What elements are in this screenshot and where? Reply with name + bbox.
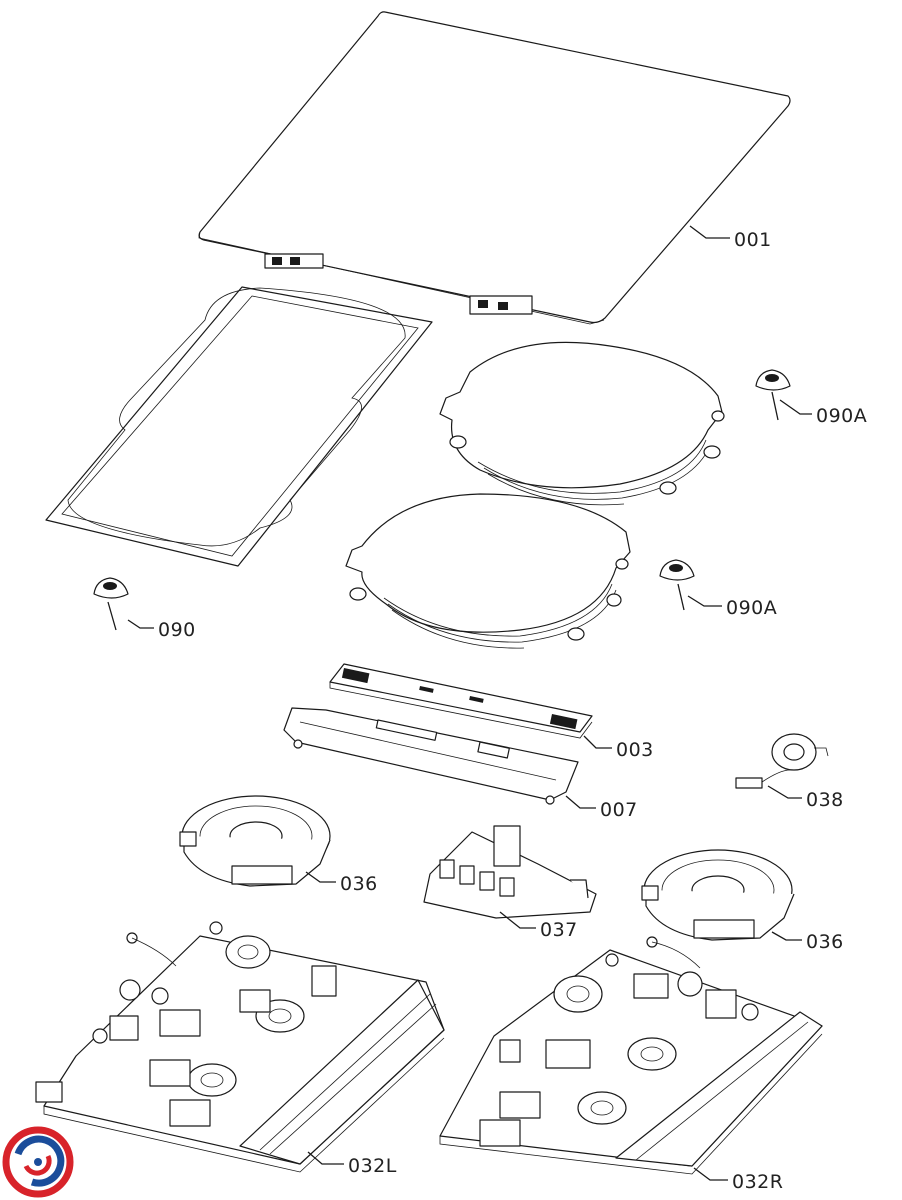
- leader-038: [767, 785, 802, 799]
- leader-003: [583, 735, 612, 749]
- foot-090: [93, 577, 129, 631]
- foot-090a-mid: [659, 559, 695, 611]
- leader-lines: [127, 225, 812, 1181]
- part-032l-power-board: [35, 921, 445, 1173]
- leader-007: [565, 795, 596, 809]
- part-001-glass-plate: [198, 11, 791, 325]
- label-032r: 032R: [732, 1171, 783, 1193]
- leader-037: [499, 911, 536, 929]
- leader-036-left: [305, 871, 336, 883]
- part-labels: 001 090A 090A 090 003 007 038 036 036 03…: [158, 229, 867, 1193]
- label-032l: 032L: [348, 1155, 397, 1177]
- leader-090a-mid: [687, 595, 722, 607]
- label-037: 037: [540, 919, 578, 941]
- part-032r-power-board: [439, 936, 823, 1175]
- label-036-right: 036: [806, 931, 844, 953]
- part-003-control-board: [329, 663, 593, 739]
- leader-036-right: [771, 931, 802, 941]
- part-038-ferrite: [735, 733, 829, 789]
- leader-001: [689, 225, 730, 239]
- leader-090: [127, 619, 154, 629]
- part-007-bracket: [283, 707, 579, 805]
- label-038: 038: [806, 789, 844, 811]
- leader-032r: [693, 1167, 728, 1181]
- label-090: 090: [158, 619, 196, 641]
- label-090a-top: 090A: [816, 405, 867, 427]
- label-007: 007: [600, 799, 638, 821]
- leader-032l: [307, 1151, 344, 1165]
- leader-090a-top: [779, 399, 812, 415]
- induction-coil-upper: [439, 341, 725, 506]
- part-037-filter-board: [423, 825, 597, 919]
- part-036-fan-left: [179, 795, 331, 887]
- label-003: 003: [616, 739, 654, 761]
- brand-logo-icon: [2, 1126, 74, 1198]
- label-001: 001: [734, 229, 772, 251]
- part-036-fan-right: [641, 849, 795, 941]
- induction-coil-lower: [345, 493, 631, 649]
- label-090a-mid: 090A: [726, 597, 777, 619]
- label-036-left: 036: [340, 873, 378, 895]
- cooktop-frame: [45, 286, 433, 567]
- foot-090a-top: [755, 369, 791, 421]
